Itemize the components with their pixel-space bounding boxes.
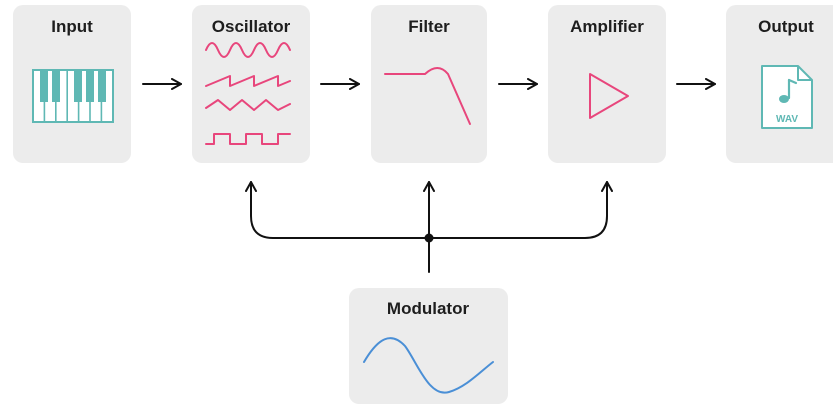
arrow-modulator-to-oscillator	[245, 181, 430, 239]
output-block: Output WAV	[726, 5, 833, 163]
input-label: Input	[51, 17, 93, 36]
junction-dot	[424, 233, 434, 243]
filter-block: Filter	[371, 5, 487, 163]
oscillator-label: Oscillator	[212, 17, 291, 36]
file-format-label: WAV	[776, 114, 798, 125]
play-triangle-icon	[589, 73, 629, 119]
sine-waveform	[205, 42, 291, 58]
oscillator-block: Oscillator	[192, 5, 310, 163]
lowpass-filter-curve-icon	[384, 67, 471, 125]
waveforms-icon	[205, 42, 291, 145]
modulation-routing	[245, 181, 613, 273]
piano-keyboard-icon	[32, 69, 114, 123]
output-label: Output	[758, 17, 814, 36]
modulator-block: Modulator	[349, 288, 508, 404]
amplifier-block: Amplifier	[548, 5, 666, 163]
filter-label: Filter	[408, 17, 450, 36]
arrow-modulator-to-amplifier	[428, 181, 613, 239]
sine-wave-icon	[363, 337, 494, 394]
amplifier-label: Amplifier	[570, 17, 644, 36]
input-block: Input	[13, 5, 131, 163]
wav-file-icon: WAV	[761, 65, 813, 129]
modulator-label: Modulator	[387, 299, 470, 318]
triangle-waveform	[205, 99, 291, 111]
square-waveform	[205, 133, 291, 145]
sawtooth-waveform	[205, 75, 291, 87]
